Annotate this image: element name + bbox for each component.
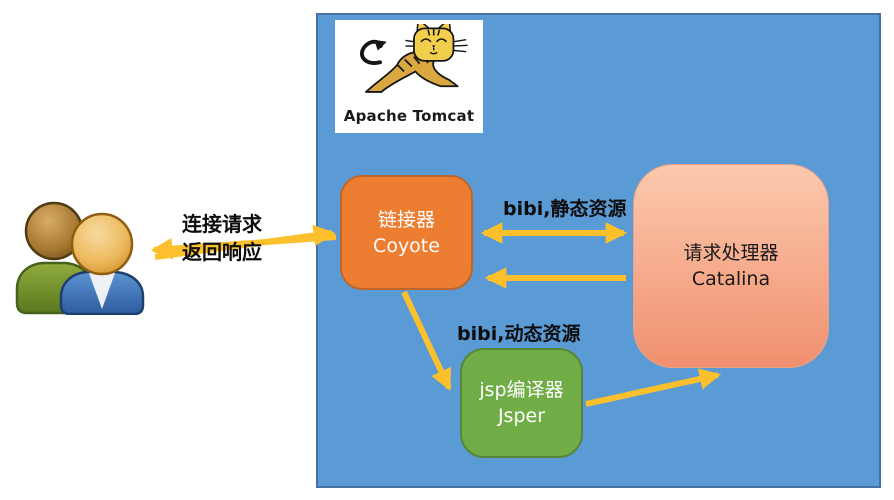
coyote-subtitle: Coyote <box>373 234 440 257</box>
response-label: 返回响应 <box>182 240 262 264</box>
catalina-subtitle: Catalina <box>691 268 771 290</box>
users-icon <box>15 201 145 315</box>
coyote-title: 链接器 <box>377 208 435 231</box>
jasper-subtitle: Jsper <box>497 405 546 427</box>
tomcat-logo-caption: Apache Tomcat <box>343 107 475 125</box>
catalina-title: 请求处理器 <box>683 242 779 264</box>
node-jasper: jsp编译器 Jsper <box>460 348 583 458</box>
request-label: 连接请求 <box>182 212 262 236</box>
tomcat-cat-icon <box>360 24 468 93</box>
dynamic-resource-label: bibi,动态资源 <box>457 323 581 345</box>
jasper-title: jsp编译器 <box>479 379 564 401</box>
static-resource-label: bibi,静态资源 <box>503 198 627 220</box>
request-response-label: 连接请求 返回响应 <box>182 210 262 266</box>
node-catalina: 请求处理器 Catalina <box>633 164 829 368</box>
tomcat-logo-box: Apache Tomcat <box>335 20 483 133</box>
node-coyote: 链接器 Coyote <box>340 175 473 290</box>
